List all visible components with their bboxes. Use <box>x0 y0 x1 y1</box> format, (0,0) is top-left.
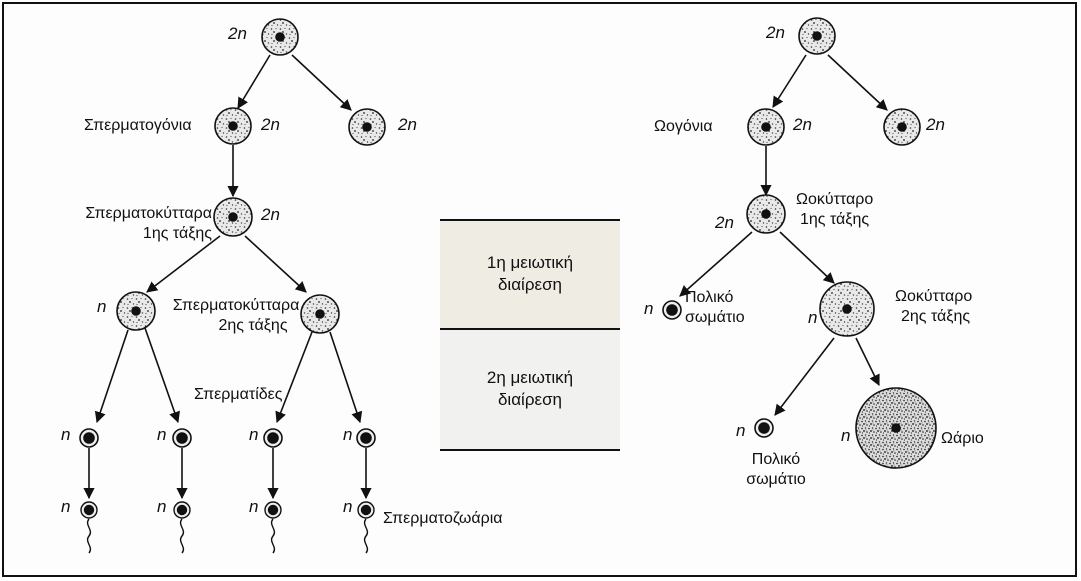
ploidy-label: n <box>157 497 167 516</box>
cell-ovum <box>855 387 937 469</box>
ploidy-label: 2n <box>398 115 417 134</box>
spermatozoa <box>80 501 375 554</box>
spermatozoon-1 <box>80 501 98 554</box>
label-spermatozoa: Σπερματοζωάρια <box>383 510 503 527</box>
label-polar-body-second: Πολικό σωμάτιο <box>746 451 806 488</box>
cell-oogonium <box>747 108 785 146</box>
label-spermatids: Σπερματίδες <box>194 386 283 403</box>
spermatozoon-2 <box>173 501 191 554</box>
cell-polar-body-2 <box>754 418 774 438</box>
label-spermatogonia: Σπερματογόνια <box>84 117 192 134</box>
label-ovum: Ωάριο <box>941 430 984 447</box>
label-polar-body-first: Πολικό σωμάτιο <box>685 289 745 326</box>
cell-primary-oocyte <box>746 194 786 234</box>
ploidy-label: n <box>157 425 167 444</box>
ploidy-label: n <box>736 421 746 440</box>
cell-secondary-oocyte <box>819 281 875 337</box>
ploidy-label: 2n <box>261 115 280 134</box>
cell-secondary-spermatocyte-left <box>116 291 156 331</box>
label-primary-oocyte: Ωοκύτταρο 1ης τάξης <box>796 191 874 228</box>
ploidy-label: 2n <box>228 24 247 43</box>
ploidy-label: 2n <box>926 115 945 134</box>
label-second-meiotic-division: 2η μειωτική διαίρεση <box>486 368 574 409</box>
spermatozoon-4 <box>357 501 375 554</box>
ploidy-label: 2n <box>766 23 785 42</box>
label-first-meiotic-division: 1η μειωτική διαίρεση <box>486 253 574 294</box>
meiosis-band-second <box>440 329 620 450</box>
ploidy-label: n <box>249 497 259 516</box>
cell-diploid-top-right <box>798 17 836 55</box>
ploidy-label: 2n <box>793 115 812 134</box>
ploidy-label: n <box>343 425 353 444</box>
label-oogonia: Ωογόνια <box>654 118 713 135</box>
label-primary-spermatocyte: Σπερματοκύτταρα 1ης τάξης <box>85 205 212 242</box>
meiosis-band-first <box>440 220 620 328</box>
cell-diploid-top-left <box>261 18 299 56</box>
ploidy-label: 2n <box>715 213 734 232</box>
label-secondary-spermatocyte: Σπερματοκύτταρα 2ης τάξης <box>172 297 300 334</box>
cell-oogonium-stem <box>883 108 921 146</box>
oo-arrows <box>679 54 888 416</box>
ploidy-label: n <box>61 425 71 444</box>
cell-polar-body-1 <box>662 300 682 320</box>
ploidy-label: n <box>841 426 851 445</box>
sperm-cells <box>79 18 386 448</box>
cell-primary-spermatocyte <box>213 197 253 237</box>
ploidy-label: n <box>97 297 107 316</box>
sperm-arrows <box>83 54 372 500</box>
cell-secondary-spermatocyte-right <box>300 294 340 334</box>
cell-spermatid-4 <box>356 428 376 448</box>
cell-spermatogonium-stem <box>348 108 386 146</box>
cell-spermatid-1 <box>79 428 99 448</box>
oo-cells <box>662 17 937 469</box>
ploidy-label: n <box>808 308 818 327</box>
ploidy-label: n <box>644 299 654 318</box>
cell-spermatogonium <box>214 107 252 145</box>
cell-spermatid-3 <box>263 428 283 448</box>
ploidy-label: 2n <box>261 205 280 224</box>
label-secondary-oocyte: Ωοκύτταρο 2ης τάξης <box>895 288 973 325</box>
cell-spermatid-2 <box>172 428 192 448</box>
ploidy-label: n <box>249 425 259 444</box>
spermatozoon-3 <box>264 501 282 554</box>
ploidy-label: n <box>343 497 353 516</box>
ploidy-label: n <box>61 497 71 516</box>
